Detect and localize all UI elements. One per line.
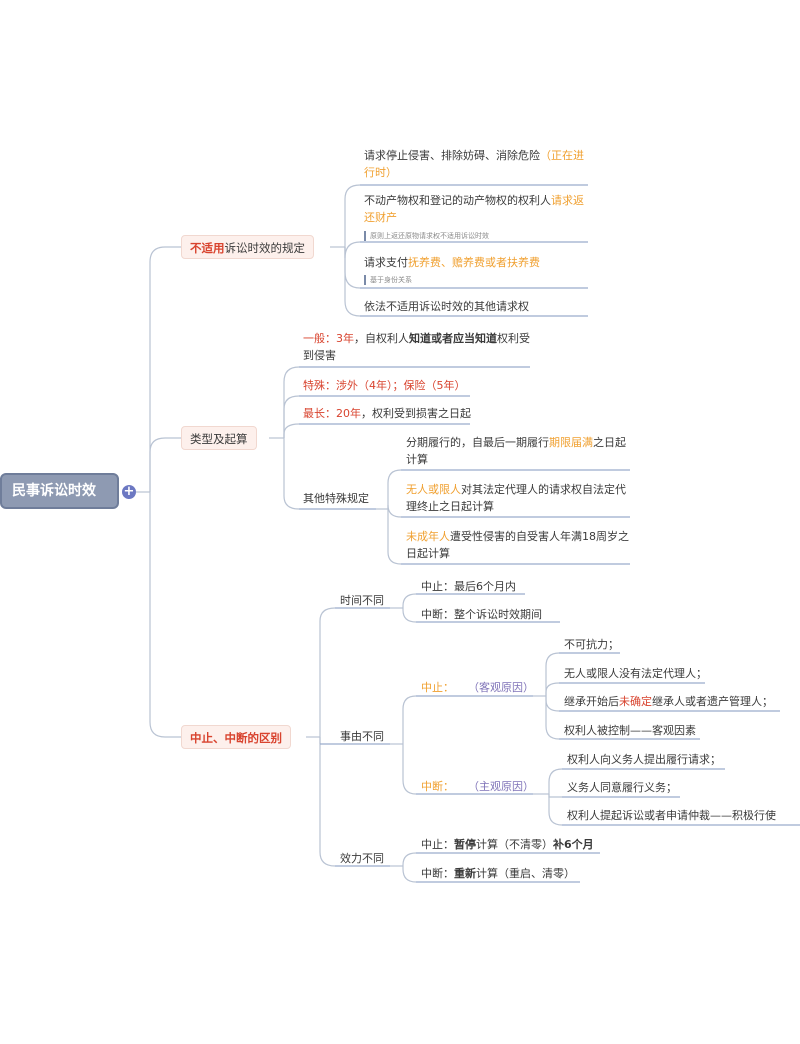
item-highlight: 无人或限人 xyxy=(406,483,461,496)
item-text: 权利受到侵害 xyxy=(303,332,530,362)
item-suspend-reason[interactable]: 中止： （客观原因） xyxy=(421,679,534,696)
item-other-special[interactable]: 其他特殊规定 xyxy=(303,492,369,505)
branch-difference[interactable]: 中止、中断的区别 xyxy=(181,725,291,749)
item-minor[interactable]: 未成年人遭受性侵害的自受害人年满18周岁之日起计算 xyxy=(406,528,631,562)
item-time-suspend[interactable]: 中止：最后6个月内 xyxy=(421,580,516,593)
item-bold: 重新 xyxy=(454,867,476,880)
item-text: 不动产物权和登记的动产物权的权利人 xyxy=(364,194,551,207)
root-node[interactable]: 民事诉讼时效 xyxy=(0,473,119,509)
item-bold: 暂停 xyxy=(454,838,476,851)
item-text: ，权利受到损害之日起 xyxy=(361,407,471,420)
item-label: 中止： xyxy=(421,681,454,694)
item-installment[interactable]: 分期履行的，自最后一期履行期限届满之日起计算 xyxy=(406,434,631,468)
suspend-item-controlled[interactable]: 权利人被控制——客观因素 xyxy=(564,724,696,737)
item-text: 遭受性侵害的自受害人年满18周岁之日起计算 xyxy=(406,530,629,560)
interrupt-item-lawsuit[interactable]: 权利人提起诉讼或者申请仲裁——积极行使 xyxy=(567,809,776,822)
suspend-item-no-agent[interactable]: 无人或限人没有法定代理人； xyxy=(564,667,707,680)
item-reason-difference[interactable]: 事由不同 xyxy=(340,730,384,743)
item-text: 继承开始后 xyxy=(564,695,619,708)
item-effect-difference[interactable]: 效力不同 xyxy=(340,852,384,865)
item-reason: （客观原因） xyxy=(468,681,534,694)
item-return-property[interactable]: 不动产物权和登记的动产物权的权利人请求返还财产 xyxy=(364,192,589,226)
item-special-period[interactable]: 特殊：涉外（4年）；保险（5年） xyxy=(303,379,466,392)
item-text: 请求支付 xyxy=(364,256,408,269)
branch-types[interactable]: 类型及起算 xyxy=(181,426,257,450)
branch-not-applicable[interactable]: 不适用诉讼时效的规定 xyxy=(181,235,314,259)
plus-circle-icon[interactable]: + xyxy=(122,484,136,499)
item-highlight: 期限届满 xyxy=(549,436,593,449)
item-label: 中断： xyxy=(421,780,454,793)
branch-title-rest: 诉讼时效的规定 xyxy=(224,241,306,255)
item-highlight: （正在进行时） xyxy=(364,149,584,179)
item-effect-suspend[interactable]: 中止：暂停计算（不清零）补6个月 xyxy=(421,836,594,853)
branch-title-emphasis: 不适用 xyxy=(190,241,225,255)
interrupt-item-agree[interactable]: 义务人同意履行义务； xyxy=(567,781,677,794)
item-incapacity[interactable]: 无人或限人对其法定代理人的请求权自法定代理终止之日起计算 xyxy=(406,481,631,515)
item-highlight: 最长：20年 xyxy=(303,407,361,420)
item-text: 继承人或者遗产管理人； xyxy=(652,695,773,708)
suspend-item-force-majeure[interactable]: 不可抗力； xyxy=(564,638,619,651)
item-bold: 知道或者应当知道 xyxy=(409,332,497,345)
item-text: 计算（重启、清零） xyxy=(476,867,575,880)
item-text: 计算（不清零） xyxy=(476,838,553,851)
item-text: 中断： xyxy=(421,867,454,880)
root-label: 民事诉讼时效 xyxy=(12,483,96,499)
item-highlight: 未成年人 xyxy=(406,530,450,543)
item-reason: （主观原因） xyxy=(468,780,534,793)
item-highlight: 抚养费、赡养费或者扶养费 xyxy=(408,256,540,269)
suspend-item-inheritance[interactable]: 继承开始后未确定继承人或者遗产管理人； xyxy=(564,693,773,710)
item-other-claims[interactable]: 依法不适用诉讼时效的其他请求权 xyxy=(364,300,529,313)
item-text: 之日起计算 xyxy=(406,436,626,466)
item-highlight: 未确定 xyxy=(619,695,652,708)
item-effect-interrupt[interactable]: 中断：重新计算（重启、清零） xyxy=(421,865,575,882)
item-text: 请求停止侵害、排除妨碍、消除危险 xyxy=(364,149,540,162)
item-bold: 补6个月 xyxy=(553,838,594,851)
note-return-property: 原则上返还原物请求权不适用诉讼时效 xyxy=(364,231,489,241)
item-interrupt-reason[interactable]: 中断： （主观原因） xyxy=(421,778,534,795)
item-time-difference[interactable]: 时间不同 xyxy=(340,594,384,607)
item-support-payment[interactable]: 请求支付抚养费、赡养费或者扶养费 xyxy=(364,254,540,271)
item-general-period[interactable]: 一般：3年，自权利人知道或者应当知道权利受到侵害 xyxy=(303,330,531,364)
item-text: 分期履行的，自最后一期履行 xyxy=(406,436,549,449)
item-stop-infringement[interactable]: 请求停止侵害、排除妨碍、消除危险（正在进行时） xyxy=(364,147,589,181)
item-longest-period[interactable]: 最长：20年，权利受到损害之日起 xyxy=(303,405,471,422)
interrupt-item-request[interactable]: 权利人向义务人提出履行请求； xyxy=(567,753,721,766)
item-text: 对其法定代理人的请求权自法定代理终止之日起计算 xyxy=(406,483,626,513)
item-time-interrupt[interactable]: 中断：整个诉讼时效期间 xyxy=(421,608,542,621)
item-highlight: 一般：3年 xyxy=(303,332,354,345)
note-identity: 基于身份关系 xyxy=(364,275,412,285)
item-text: ，自权利人 xyxy=(354,332,409,345)
item-text: 中止： xyxy=(421,838,454,851)
item-highlight: 请求返还财产 xyxy=(364,194,584,224)
